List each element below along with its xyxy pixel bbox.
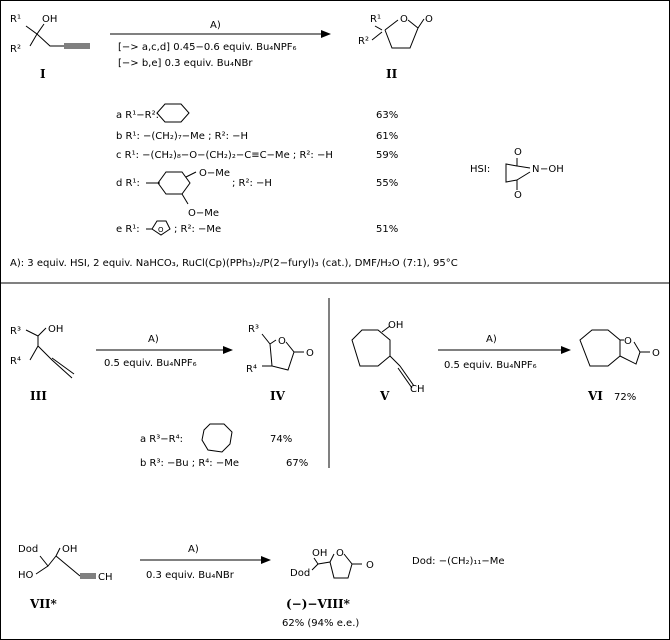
ring-oxygen: O [278,336,286,347]
entry-yield: 55% [376,178,398,189]
entry-substituent: b R³: −Bu ; R⁴: −Me [140,458,239,469]
conditions-line-1: [−> a,c,d] 0.45−0.6 equiv. Bu₄NPF₆ [118,42,297,53]
cycloheptane-ring [579,329,621,367]
benzene-ring [157,171,191,195]
compound-VII-label: VII* [29,597,58,611]
scheme-4: Dod OH HO CH VII* A) 0.3 equiv. Bu₄NBr O… [18,544,505,629]
oh-label: OH [388,320,403,331]
cycloheptane-ring [351,329,391,367]
entry-a: a R³−R⁴: 74% [140,423,292,453]
ho-label: HO [18,570,34,581]
hydroxyl-label: −OH [540,164,564,175]
entry-b: b R³: −Bu ; R⁴: −Me 67% [140,458,308,469]
alkyne-ch-label: CH [410,384,425,395]
entry-yield: 74% [270,434,292,445]
conditions-label: A) [210,20,221,31]
entry-yield: 51% [376,224,398,235]
oh-label: OH [48,324,63,335]
scheme-2: R³ OH R⁴ III A) 0.5 equiv. Bu₄NPF₆ R³ R⁴… [10,324,314,469]
r4-label: R⁴ [246,364,257,375]
conditions: 0.5 equiv. Bu₄NPF₆ [444,360,537,371]
compound-VIII-result: 62% (94% e.e.) [282,618,359,629]
compound-I-label: I [40,67,46,81]
oh-label: OH [312,548,327,559]
cyclohexane-ring [156,103,190,123]
compound-III-label: III [30,389,47,403]
conditions: 0.5 equiv. Bu₄NPF₆ [104,358,197,369]
furan-oxygen: O [158,226,164,234]
r3-label: R³ [248,324,259,335]
nitrogen-label: N [532,164,539,175]
entry-yield: 67% [286,458,308,469]
dod-label: Dod [290,568,310,579]
carbonyl-oxygen: O [366,560,374,571]
r2-label: R² [10,44,21,55]
entry-substituent: a R³−R⁴: [140,434,183,445]
conditions-label: A) [188,544,199,555]
hsi-label: HSI: [470,164,490,175]
compound-VI-structure: O O [579,329,660,367]
dod-definition: Dod: −(CH₂)₁₁−Me [412,556,505,567]
conditions-line-2: [−> b,e] 0.3 equiv. Bu₄NBr [118,58,253,69]
r1-label: R¹ [370,14,381,25]
ring-oxygen: O [336,548,344,559]
entry-b: b R¹: −(CH₂)₇−Me ; R²: −H 61% [116,131,398,142]
methoxy-label: O−Me [188,208,219,219]
entry-a: a R¹−R²: 63% [116,103,398,123]
oh-label: OH [42,14,57,25]
compound-IV-structure: R³ R⁴ O O [246,324,314,375]
cycloheptane-ring [201,423,233,453]
conditions-label: A) [486,334,497,345]
r1-label: R¹ [10,14,21,25]
entry-d: d R¹: O−Me O−Me ; R²: −H 55% [116,168,398,219]
entry-substituent-prefix: e R¹: [116,224,140,235]
carbonyl-oxygen: O [306,348,314,359]
compound-VIII-structure: OH Dod O O [290,548,374,579]
scheme-3: OH CH V A) 0.5 equiv. Bu₄NPF₆ O O VI 72% [351,320,660,403]
conditions-label: A) [148,334,159,345]
furan-ring [151,220,171,236]
entry-substituent: c R¹: −(CH₂)₈−O−(CH₂)₂−C≡C−Me ; R²: −H [116,150,333,161]
oh-label: OH [62,544,77,555]
carbonyl-oxygen: O [425,14,433,25]
carbonyl-oxygen: O [514,147,522,158]
compound-IV-label: IV [270,389,286,403]
entry-substituent-prefix: d R¹: [116,178,140,189]
compound-VI-yield: 72% [614,392,636,403]
compound-V-structure: OH CH [351,320,425,395]
dod-label: Dod [18,544,38,555]
entry-e: e R¹: O ; R²: −Me 51% [116,220,398,236]
r3-label: R³ [10,326,21,337]
compound-I-structure: R¹ OH R² [10,14,90,55]
scheme-1: R¹ OH R² I A) [−> a,c,d] 0.45−0.6 equiv.… [10,14,564,269]
compound-V-label: V [379,389,390,403]
entry-yield: 61% [376,131,398,142]
conditions: 0.3 equiv. Bu₄NBr [146,570,235,581]
compound-VII-structure: Dod OH HO CH [18,544,113,583]
entry-substituent-suffix: ; R²: −Me [174,224,221,235]
compound-II-structure: R¹ R² O O [358,14,433,49]
footnote-conditions: A): 3 equiv. HSI, 2 equiv. NaHCO₃, RuCl(… [10,258,458,269]
entry-yield: 63% [376,110,398,121]
entry-yield: 59% [376,150,398,161]
ring-oxygen: O [624,336,632,347]
entry-substituent-suffix: ; R²: −H [232,178,272,189]
compound-II-label: II [386,67,398,81]
r4-label: R⁴ [10,356,21,367]
hsi-structure: HSI: O O N −OH [470,147,564,201]
compound-III-structure: R³ OH R⁴ [10,324,75,379]
alkyne-ch-label: CH [98,572,113,583]
compound-VI-label: VI [587,389,603,403]
entry-substituent: b R¹: −(CH₂)₇−Me ; R²: −H [116,131,248,142]
ring-oxygen: O [400,14,408,25]
r2-label: R² [358,36,369,47]
entry-c: c R¹: −(CH₂)₈−O−(CH₂)₂−C≡C−Me ; R²: −H 5… [116,150,398,161]
carbonyl-oxygen: O [514,190,522,201]
methoxy-label: O−Me [199,168,230,179]
carbonyl-oxygen: O [652,348,660,359]
entry-substituent: a R¹−R²: [116,110,159,121]
compound-VIII-label: (−)−VIII* [286,597,351,611]
